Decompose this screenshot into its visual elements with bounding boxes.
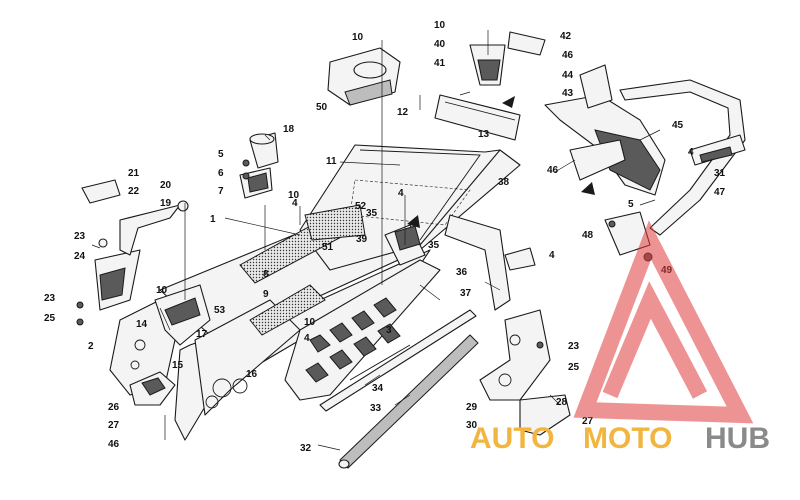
callout-8: 8: [263, 269, 269, 280]
callout-5: 5: [218, 149, 224, 160]
callout-47: 47: [714, 187, 726, 198]
callout-17: 17: [196, 329, 208, 340]
callout-44: 44: [562, 70, 574, 81]
callout-10: 10: [156, 285, 168, 296]
callout-52: 52: [355, 201, 367, 212]
callout-27: 27: [582, 416, 594, 427]
callout-2: 2: [88, 341, 94, 352]
callout-10: 10: [288, 190, 300, 201]
callout-10: 10: [352, 32, 364, 43]
side-rail-right: [444, 214, 571, 436]
upper-left-components: [239, 132, 279, 199]
callout-4: 4: [549, 250, 555, 261]
cross-shafts: [319, 309, 479, 469]
callout-37: 37: [460, 288, 472, 299]
callout-20: 20: [160, 180, 172, 191]
callout-23: 23: [74, 231, 86, 242]
watermark-text-moto: MOTO: [583, 422, 672, 455]
callout-3: 3: [386, 325, 392, 336]
callout-9: 9: [263, 289, 269, 300]
callout-22: 22: [128, 186, 140, 197]
watermark-text-hub: HUB: [705, 422, 770, 455]
callout-34: 34: [372, 383, 384, 394]
callout-42: 42: [560, 31, 572, 42]
callout-7: 7: [218, 186, 224, 197]
callout-31: 31: [714, 168, 726, 179]
callout-24: 24: [74, 251, 86, 262]
callout-23: 23: [44, 293, 56, 304]
callout-4: 4: [688, 147, 694, 158]
seat-pad: [327, 47, 401, 106]
callout-25: 25: [568, 362, 580, 373]
callout-35: 35: [428, 240, 440, 251]
leader-lines: [91, 30, 661, 451]
callout-46: 46: [562, 50, 574, 61]
direction-arrows: [407, 96, 595, 228]
callout-5: 5: [628, 199, 634, 210]
callout-29: 29: [466, 402, 478, 413]
callout-39: 39: [356, 234, 368, 245]
callout-46: 46: [108, 439, 120, 450]
callout-labels: 10 10 40 41 42 46 44 43 50 12 13 45 4 18…: [44, 20, 726, 454]
rear-bumper: [604, 79, 746, 262]
callout-25: 25: [44, 313, 56, 324]
callout-16: 16: [246, 369, 258, 380]
callout-30: 30: [466, 420, 478, 431]
callout-43: 43: [562, 88, 574, 99]
callout-53: 53: [214, 305, 226, 316]
watermark-text-auto: AUTO: [470, 422, 554, 455]
callout-35: 35: [366, 208, 378, 219]
callout-19: 19: [160, 198, 172, 209]
callout-50: 50: [316, 102, 328, 113]
callout-4: 4: [398, 188, 404, 199]
callout-26: 26: [108, 402, 120, 413]
callout-48: 48: [582, 230, 594, 241]
snow-flap-assembly: [544, 64, 666, 196]
automotohub-watermark: AUTO MOTO HUB: [470, 220, 770, 455]
callout-6: 6: [218, 168, 224, 179]
callout-15: 15: [172, 360, 184, 371]
callout-21: 21: [128, 168, 140, 179]
callout-18: 18: [283, 124, 295, 135]
callout-33: 33: [370, 403, 382, 414]
callout-41: 41: [434, 58, 446, 69]
callout-4: 4: [292, 198, 298, 209]
callout-32: 32: [300, 443, 312, 454]
callout-1: 1: [210, 214, 216, 225]
callout-45: 45: [672, 120, 684, 131]
callout-10: 10: [304, 317, 316, 328]
callout-38: 38: [498, 177, 510, 188]
callout-14: 14: [136, 319, 148, 330]
left-grab-rail: [76, 179, 189, 326]
callout-51: 51: [322, 242, 334, 253]
callout-46: 46: [547, 165, 559, 176]
callout-28: 28: [556, 397, 568, 408]
watermark-triangle-logo: [573, 220, 754, 424]
callout-40: 40: [434, 39, 446, 50]
callout-27: 27: [108, 420, 120, 431]
callout-13: 13: [478, 129, 490, 140]
callout-36: 36: [456, 267, 468, 278]
callout-12: 12: [397, 107, 409, 118]
rail-assembly: [284, 224, 441, 401]
top-brackets: [434, 31, 546, 141]
callout-4: 4: [304, 333, 310, 344]
callout-11: 11: [326, 156, 337, 167]
callout-23: 23: [568, 341, 580, 352]
front-left-brackets: [109, 284, 211, 406]
callout-10: 10: [434, 20, 446, 31]
